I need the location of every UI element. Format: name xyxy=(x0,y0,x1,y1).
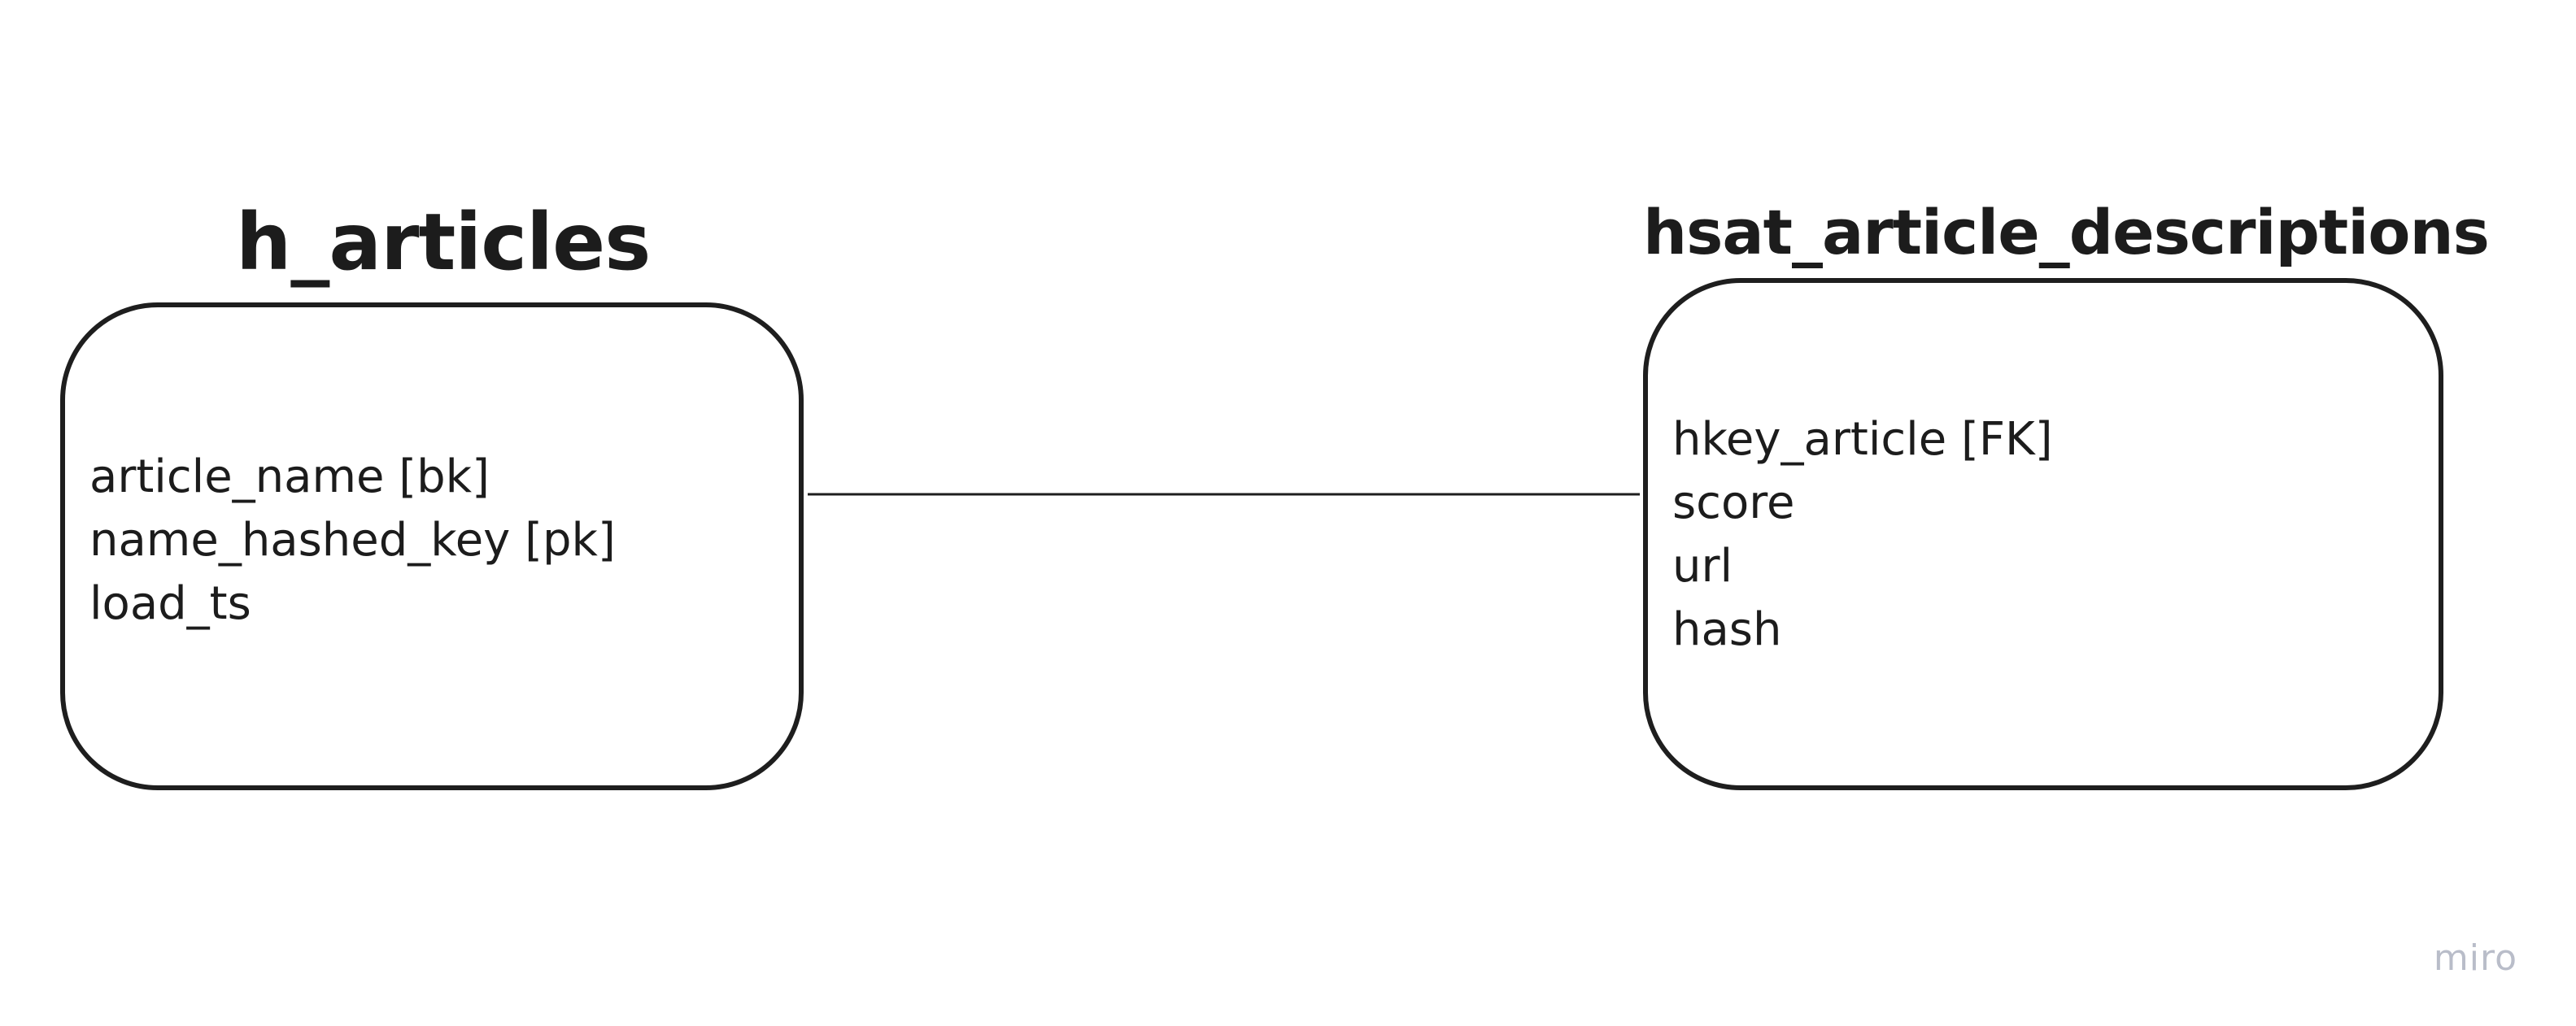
field-url: url xyxy=(1672,540,1733,593)
field-article-name: article_name [bk] xyxy=(89,450,490,503)
field-score: score xyxy=(1672,476,1795,529)
entity-title-hsat-article-descriptions: hsat_article_descriptions xyxy=(1643,196,2490,268)
field-load-ts: load_ts xyxy=(89,577,251,630)
field-hkey-article: hkey_article [FK] xyxy=(1672,413,2053,466)
entity-title-h-articles: h_articles xyxy=(236,197,651,288)
field-name-hashed-key: name_hashed_key [pk] xyxy=(89,514,616,567)
field-hash: hash xyxy=(1672,603,1782,656)
miro-watermark-logo: miro xyxy=(2433,937,2517,979)
field-list: article_name [bk] name_hashed_key [pk] l… xyxy=(89,446,616,636)
field-list: hkey_article [FK] score url hash xyxy=(1672,408,2053,662)
entity-box-hsat-article-descriptions[interactable]: hkey_article [FK] score url hash xyxy=(1643,278,2443,790)
entity-box-h-articles[interactable]: article_name [bk] name_hashed_key [pk] l… xyxy=(60,302,804,790)
